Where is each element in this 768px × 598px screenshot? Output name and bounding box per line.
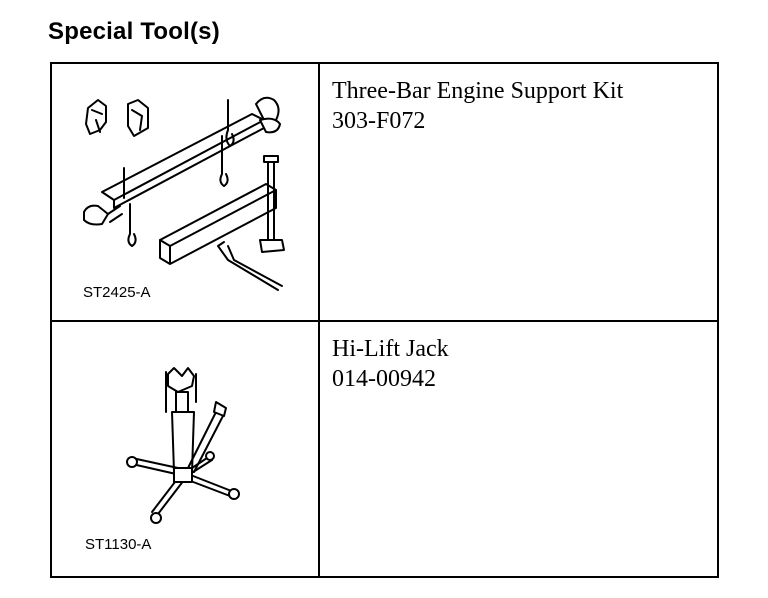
tool-number: 303-F072 (332, 108, 426, 134)
tool-illustration-cell: ST1130-A (52, 322, 320, 576)
tool-name: Three-Bar Engine Support Kit (332, 78, 624, 104)
tool-row-hi-lift-jack: ST1130-A Hi-Lift Jack 014-00942 (52, 322, 717, 576)
page-title: Special Tool(s) (48, 18, 220, 45)
tool-number: 014-00942 (332, 366, 436, 392)
hi-lift-jack-icon (126, 367, 240, 524)
illustration-code: ST2425-A (83, 284, 151, 301)
special-tools-table: ST2425-A Three-Bar Engine Support Kit 30… (50, 62, 719, 578)
engine-support-kit-icon (83, 96, 285, 291)
illustration-code: ST1130-A (85, 536, 152, 553)
tool-illustration-cell: ST2425-A (52, 64, 320, 320)
tool-description-cell: Hi-Lift Jack 014-00942 (320, 322, 717, 576)
tool-description-cell: Three-Bar Engine Support Kit 303-F072 (320, 64, 717, 320)
tool-name: Hi-Lift Jack (332, 336, 449, 362)
tool-row-engine-support: ST2425-A Three-Bar Engine Support Kit 30… (52, 64, 717, 322)
